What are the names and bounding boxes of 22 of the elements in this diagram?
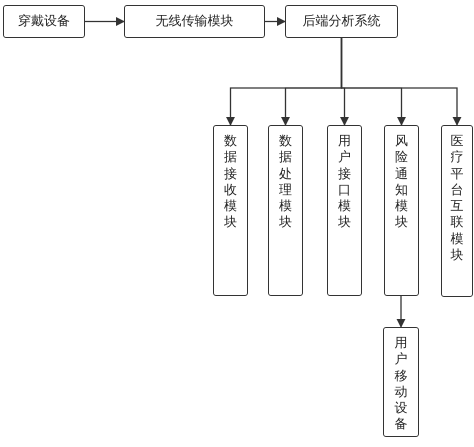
process-box — [285, 5, 398, 38]
node-label: 后端分析系统 — [302, 14, 380, 30]
node-label: 风险通知模块 — [395, 134, 408, 232]
arrow — [85, 16, 125, 26]
arrow — [265, 16, 286, 26]
node-label: 用户接口模块 — [338, 134, 351, 232]
node-label: 穿戴设备 — [18, 14, 70, 30]
node-label: 数据接收模块 — [224, 134, 237, 232]
process-box — [124, 5, 265, 38]
process-box — [3, 5, 85, 38]
arrow — [396, 296, 406, 328]
arrow — [340, 38, 462, 126]
process-box — [384, 125, 419, 296]
process-box — [383, 327, 419, 437]
node-label: 数据处理模块 — [279, 134, 292, 232]
process-box — [441, 125, 473, 297]
process-box — [213, 125, 248, 296]
process-box — [268, 125, 303, 296]
node-label: 医疗平台互联模块 — [450, 134, 464, 264]
node-label: 用户移动设备 — [394, 336, 408, 434]
node-label: 无线传输模块 — [156, 14, 234, 30]
process-box — [327, 125, 362, 296]
